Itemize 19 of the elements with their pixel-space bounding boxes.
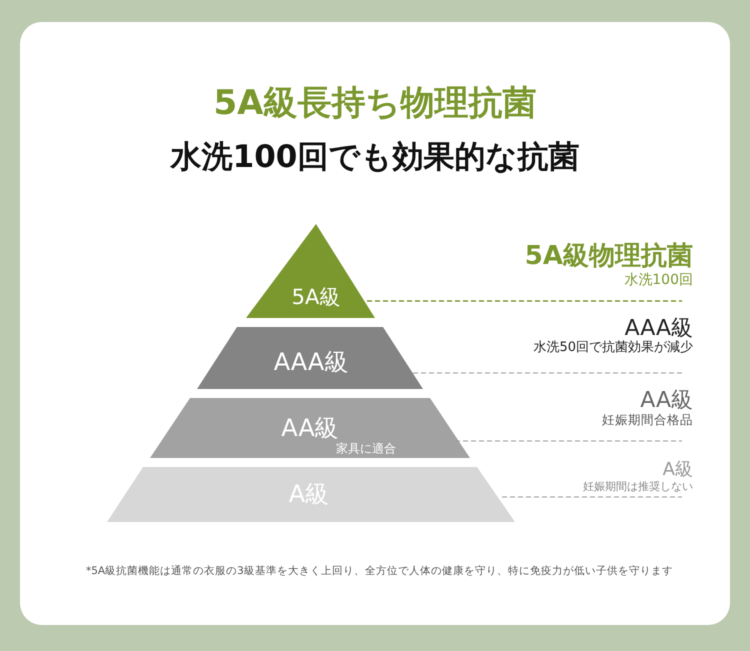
leader-line bbox=[455, 440, 682, 442]
leader-line bbox=[367, 300, 682, 302]
tier-label: AA級 bbox=[281, 413, 339, 442]
grade-heading: 5A級物理抗菌 bbox=[524, 242, 693, 272]
tier-label: AAA級 bbox=[274, 347, 348, 378]
grade-heading: AAA級 bbox=[624, 316, 693, 341]
leader-line bbox=[413, 372, 682, 374]
grade-note: 妊娠期間合格品 bbox=[602, 413, 693, 428]
grade-heading: AA級 bbox=[639, 388, 693, 414]
footnote: *5A級抗菌機能は通常の衣服の3級基準を大きく上回り、全方位で人体の健康を守り、特に免疫力が低い子供を守ります bbox=[86, 564, 673, 578]
grade-note: 妊娠期間は推奨しない bbox=[583, 480, 693, 494]
subtitle: 水洗100回でも効果的な抗菌 bbox=[168, 138, 580, 177]
grade-note: 水洗50回で抗菌効果が減少 bbox=[533, 341, 693, 356]
tier-label: 5A級 bbox=[292, 284, 340, 311]
tier-note: 家具に適合 bbox=[336, 440, 396, 458]
title: 5A級長持ち物理抗菌 bbox=[212, 82, 538, 125]
grade-note: 水洗100回 bbox=[623, 272, 693, 288]
leader-line bbox=[502, 496, 682, 498]
grade-heading: A級 bbox=[662, 460, 693, 481]
